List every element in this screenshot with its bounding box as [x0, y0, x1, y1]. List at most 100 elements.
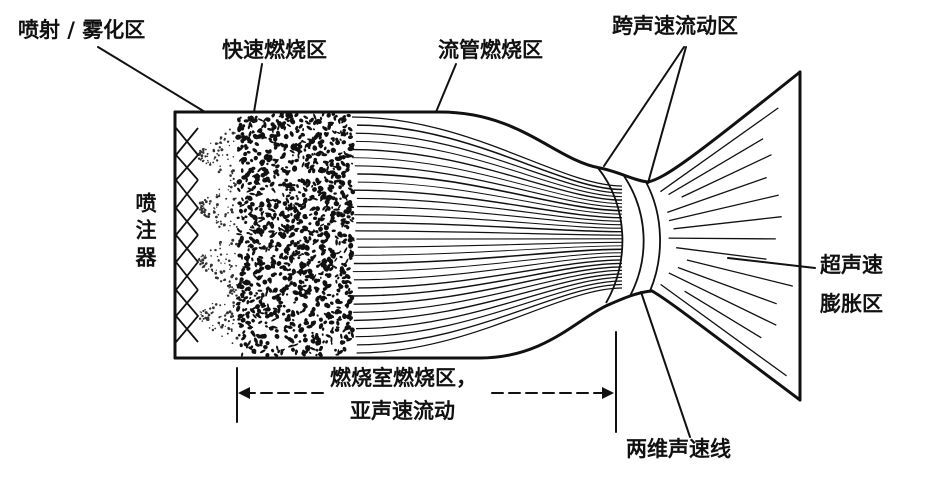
stipple-blob [325, 170, 331, 176]
stipple-blob [297, 323, 302, 329]
stipple-blob [311, 136, 314, 143]
stipple-blob [349, 243, 352, 247]
spray-dot [203, 264, 206, 267]
nozzle-lower-wall [650, 289, 802, 402]
stipple-blob [266, 170, 270, 174]
stipple-blob [257, 130, 260, 133]
stipple-blob [308, 313, 313, 318]
stipple-blob [302, 128, 305, 132]
stipple-blob [292, 343, 299, 347]
stipple-blob [310, 339, 316, 344]
stipple-blob [271, 348, 275, 353]
stipple-blob [254, 180, 260, 186]
stipple-blob [319, 276, 322, 279]
stipple-blob [235, 301, 241, 306]
stipple-blob [262, 226, 267, 229]
stipple-blob [340, 180, 346, 186]
stipple-blob [323, 312, 327, 316]
stipple-blob [240, 352, 244, 357]
stipple-blob [346, 337, 353, 342]
stipple-blob [237, 317, 241, 321]
stipple-blob [241, 175, 248, 180]
stipple-blob [249, 140, 254, 145]
spray-dot [207, 313, 211, 317]
chamber-upper-wall [173, 110, 650, 184]
stipple-blob [310, 321, 314, 324]
stipple-blob [271, 126, 274, 134]
spray-dot [225, 258, 228, 261]
stipple-blob [325, 202, 329, 208]
spray-dot [204, 262, 207, 265]
stipple-blob [246, 266, 251, 271]
stipple-blob [276, 304, 283, 309]
stipple-blob [289, 257, 292, 263]
stipple-blob [315, 278, 320, 282]
stipple-blob [296, 141, 302, 147]
stipple-blob [250, 201, 255, 207]
spray-dot [201, 148, 205, 151]
stipple-blob [342, 328, 347, 333]
stipple-blob [287, 273, 294, 276]
stipple-blob [346, 280, 351, 284]
stipple-blob [285, 316, 291, 322]
stipple-blob [272, 309, 278, 314]
label-chamber-line2: 亚声速流动 [350, 399, 455, 423]
spray-dot [217, 321, 221, 325]
stipple-blob [275, 313, 280, 319]
stipple-blob [251, 118, 257, 124]
stipple-blob [261, 335, 265, 339]
stipple-blob [276, 133, 281, 137]
stipple-blob [315, 332, 319, 336]
stipple-blob [345, 196, 348, 202]
stipple-blob [251, 318, 255, 323]
stipple-blob [239, 203, 246, 208]
nozzle-flow-line [667, 176, 767, 214]
stipple-blob [326, 206, 331, 211]
spray-dot [218, 316, 221, 319]
stipple-blob [326, 149, 330, 154]
stipple-blob [245, 161, 250, 165]
chamber-zone-dimension [236, 331, 617, 433]
spray-dot [219, 165, 221, 167]
stipple-blob [347, 331, 351, 335]
stipple-blob [295, 206, 298, 211]
stipple-blob [273, 141, 277, 147]
stipple-blob [347, 200, 353, 205]
stipple-blob [307, 258, 312, 262]
stipple-blob [259, 339, 263, 346]
stipple-blob [301, 252, 305, 256]
spray-dot [229, 225, 231, 227]
stipple-blob [329, 218, 334, 224]
nozzle-flow-line [668, 194, 779, 222]
stipple-blob [237, 244, 241, 248]
stipple-blob [320, 195, 324, 202]
stipple-blob [342, 117, 347, 123]
stipple-blob [346, 325, 352, 330]
stream-tube-line [357, 205, 623, 226]
stipple-blob [289, 225, 295, 231]
stipple-blob [336, 320, 340, 326]
stipple-blob [274, 247, 279, 252]
stipple-blob [238, 324, 245, 328]
stipple-blob [271, 318, 278, 322]
stipple-blob [314, 210, 318, 214]
spray-dot [235, 226, 238, 228]
stipple-blob [259, 159, 266, 165]
spray-dot [212, 306, 215, 310]
stipple-blob [263, 121, 267, 129]
spray-dot [216, 152, 219, 155]
stipple-blob [341, 340, 346, 345]
stipple-blob [274, 244, 278, 248]
spray-dot [204, 155, 207, 158]
spray-dot [200, 313, 202, 316]
stream-tube-line [353, 148, 623, 201]
stipple-blob [313, 216, 318, 221]
stipple-blob [338, 185, 342, 190]
spray-dot [200, 211, 204, 214]
stipple-blob [258, 255, 264, 259]
stipple-blob [278, 226, 281, 232]
stipple-blob [281, 349, 284, 354]
stipple-blob [292, 290, 299, 296]
stipple-blob [349, 155, 354, 158]
stipple-blob [240, 139, 244, 144]
